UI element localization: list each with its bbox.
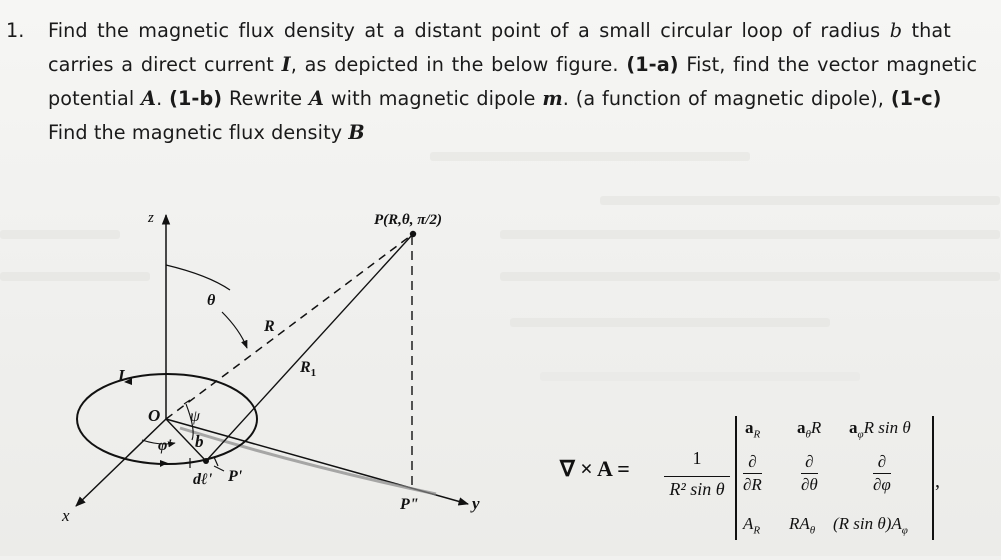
origin-O-label: O	[148, 406, 160, 425]
variable-m: m	[542, 87, 563, 110]
phi-prime-label: φ'	[158, 437, 172, 454]
variable-I: I	[281, 53, 291, 76]
text: Find the magnetic flux density	[48, 121, 343, 144]
formula-prefactor: 1 R² sin θ	[664, 448, 730, 500]
numerator: 1	[692, 448, 702, 468]
variable-B: B	[348, 121, 365, 144]
y-axis-label: y	[470, 494, 480, 513]
phi-prime-arc	[141, 439, 176, 448]
problem-line-1: Find the magnetic flux density at a dist…	[48, 14, 951, 49]
dl-tick	[213, 456, 219, 467]
text: potential	[48, 87, 135, 110]
part-label-1a: (1-a)	[626, 53, 679, 76]
text: , as depicted in the below figure.	[290, 53, 619, 76]
trailing-comma: ,	[935, 470, 940, 492]
component-RAtheta: RAθ	[789, 514, 816, 537]
point-P-prime	[203, 458, 209, 464]
partial-dphi: ∂∂φ	[873, 452, 891, 494]
variable-A: A	[141, 87, 157, 110]
text: . (a function of magnetic dipole),	[562, 87, 884, 110]
variable-b: b	[889, 19, 903, 42]
R-label: R	[263, 318, 275, 335]
bleed-through-line	[540, 372, 860, 381]
text: Rewrite	[229, 87, 303, 110]
component-AR: AR	[743, 514, 761, 537]
pencil-mark	[179, 426, 437, 496]
curl-formula: ∇ × A = 1 R² sin θ aR aθR aφR sin θ ∂∂R …	[560, 410, 1000, 550]
psi-label: ψ	[190, 408, 201, 425]
bleed-through-line	[0, 272, 150, 281]
theta-label: θ	[207, 292, 216, 309]
determinant: aR aθR aφR sin θ ∂∂R ∂∂θ ∂∂φ AR RAθ (R s…	[735, 416, 934, 540]
psi-tick	[183, 399, 191, 405]
problem-line-2: carries a direct current I, as depicted …	[48, 48, 977, 83]
partial-dR: ∂∂R	[743, 452, 762, 494]
radius-b-label: b	[195, 432, 204, 451]
text: carries a direct current	[48, 53, 274, 76]
R1-label: R1	[299, 359, 316, 379]
text: .	[156, 87, 163, 110]
theta-arc	[165, 264, 231, 291]
problem-line-4: Find the magnetic flux density B	[48, 116, 365, 151]
unit-vector-atheta-R: aθR	[797, 418, 822, 441]
P-prime-label: P'	[227, 468, 243, 485]
radius-b-line	[165, 418, 207, 462]
x-axis	[75, 418, 167, 507]
point-P-label: P(R,θ, π/2)	[374, 212, 442, 228]
bleed-through-line	[510, 318, 830, 327]
partial-dtheta: ∂∂θ	[801, 452, 818, 494]
current-loop	[76, 373, 258, 465]
current-arrow-icon	[160, 460, 168, 467]
fraction-bar	[664, 476, 730, 477]
component-RsinAphi: (R sin θ)Aφ	[833, 514, 908, 537]
variable-A: A	[309, 87, 325, 110]
denominator: R² sin θ	[669, 479, 725, 499]
bleed-through-line	[600, 196, 1000, 205]
part-label-1c: (1-c)	[890, 87, 942, 110]
bleed-through-line	[500, 230, 1000, 239]
text: Fist, find the vector magnetic	[686, 53, 978, 76]
theta-arrow	[221, 311, 248, 349]
R-line	[165, 233, 414, 420]
text: Find the magnetic flux density at a dist…	[48, 19, 881, 42]
bleed-through-line	[430, 152, 750, 161]
loop-diagram: z x y P(R,θ, π/2) θ R R1 I O ψ φ' b dℓ' …	[0, 190, 500, 556]
bleed-through-line	[500, 272, 1000, 281]
current-arrow-icon	[124, 378, 132, 385]
current-I-label: I	[117, 366, 126, 385]
dl-prime-label: dℓ'	[193, 471, 213, 488]
bleed-through-line	[0, 230, 120, 239]
P-prime-leader	[213, 465, 225, 472]
psi-arc	[185, 403, 194, 441]
P-double-prime-label: P"	[399, 496, 419, 513]
x-axis-label: x	[61, 506, 70, 525]
problem-line-3: potential A. (1-b) Rewrite A with magnet…	[48, 82, 942, 117]
formula-lhs: ∇ × A =	[560, 456, 630, 481]
z-axis-label: z	[147, 210, 154, 226]
text: with magnetic dipole	[330, 87, 536, 110]
point-P	[409, 230, 417, 238]
part-label-1b: (1-b)	[169, 87, 223, 110]
R1-line	[205, 233, 414, 462]
text: that	[911, 19, 951, 42]
problem-number: 1.	[6, 19, 25, 42]
unit-vector-aphi-Rsin: aφR sin θ	[849, 418, 911, 441]
unit-vector-aR: aR	[745, 418, 761, 441]
